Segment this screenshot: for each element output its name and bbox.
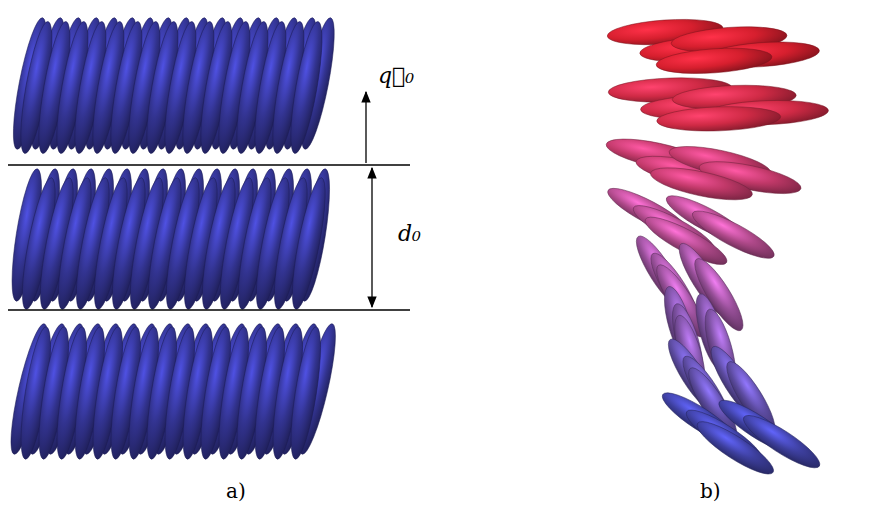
- molecule: [692, 414, 779, 481]
- wavevector-label: q⃗₀: [378, 64, 414, 88]
- molecule: [284, 20, 328, 156]
- layer-boundary: [8, 309, 410, 311]
- smectic-layers: [4, 16, 343, 461]
- panel-label: b): [700, 480, 721, 502]
- spacing-label: d₀: [398, 222, 421, 246]
- cholesteric-helix: [603, 16, 829, 482]
- layer-marks: [8, 92, 410, 310]
- spacing-arrow: [371, 168, 372, 307]
- molecule: [285, 325, 327, 461]
- wavevector-arrow: [365, 92, 366, 163]
- molecule: [286, 176, 332, 312]
- molecule: [656, 105, 781, 133]
- panel-label: a): [226, 480, 246, 502]
- molecule: [648, 161, 755, 206]
- molecule: [655, 45, 772, 77]
- layer-boundary: [8, 164, 410, 166]
